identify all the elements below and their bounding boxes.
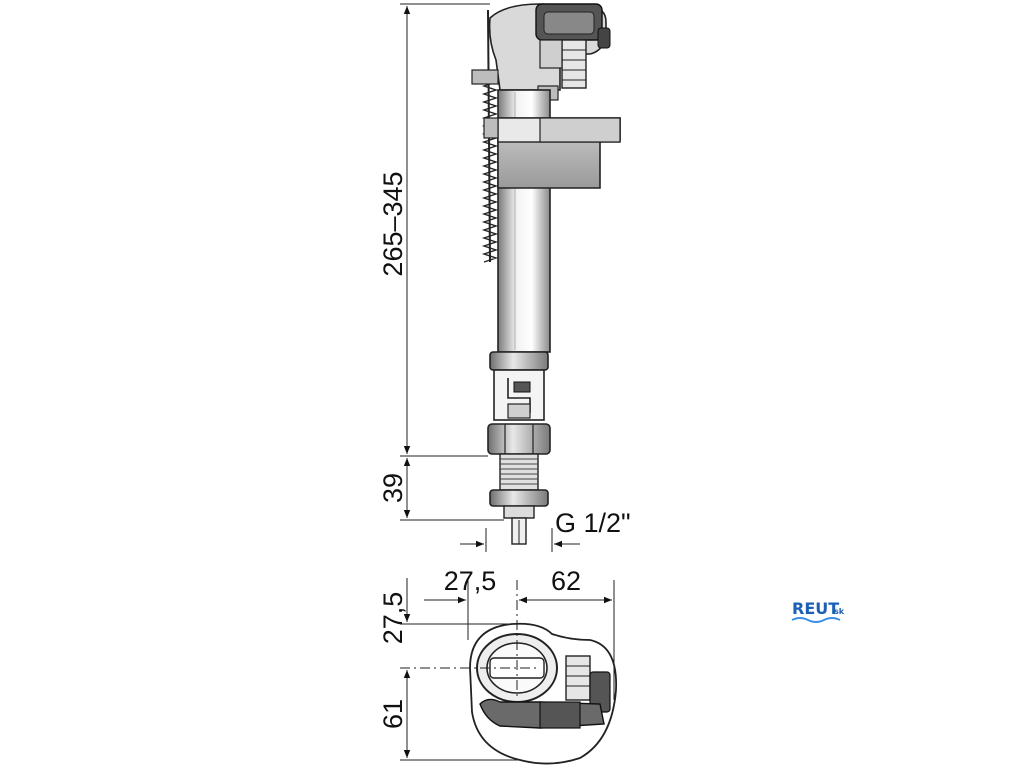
dimension-offset-top-left: 27,5: [444, 566, 497, 596]
valve-head-knob: [597, 27, 611, 49]
valve-shutter-column: [561, 39, 587, 89]
logo-wave-icon: [791, 617, 841, 623]
valve-hex-nut: [487, 423, 551, 455]
dimension-thread-size: G 1/2": [555, 508, 631, 538]
top-view-mechanism: [565, 655, 591, 701]
top-view-dimensions: [400, 578, 615, 761]
valve-side-view: [471, 3, 621, 545]
adjustment-spring: [481, 69, 499, 263]
dimension-offset-top-right: 62: [551, 566, 581, 596]
dimension-offset-side-lower: 61: [378, 699, 408, 729]
side-view-dimensions: [400, 3, 580, 552]
valve-lower-collar: [489, 351, 549, 371]
valve-top-view: [469, 622, 617, 765]
valve-base-washer: [489, 489, 549, 507]
dimension-thread-length: 39: [378, 473, 408, 503]
logo-brand-text: REUT: [792, 599, 839, 618]
dimension-total-height: 265–345: [378, 171, 408, 276]
reut-logo: REUT sk: [791, 599, 845, 623]
logo-suffix-text: sk: [834, 607, 845, 616]
dimension-offset-side-upper: 27,5: [378, 592, 408, 645]
